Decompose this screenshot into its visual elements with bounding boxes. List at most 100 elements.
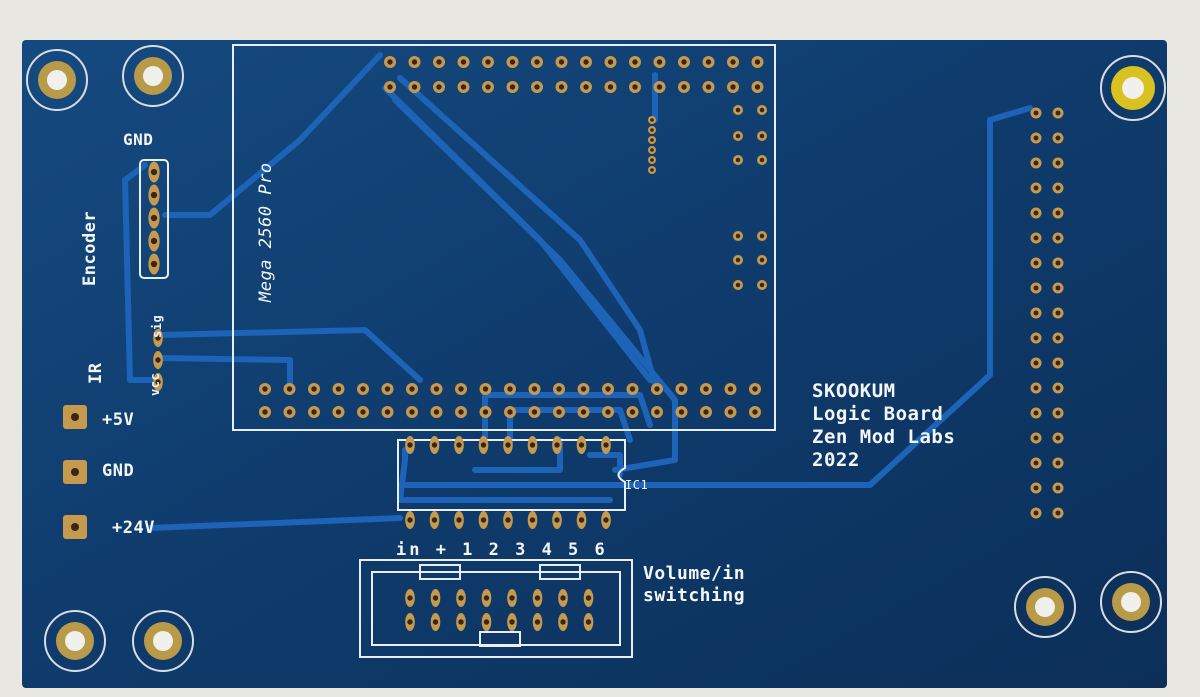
header-pad [1052, 457, 1064, 469]
module-pad [357, 406, 369, 418]
mounting-hole [1100, 55, 1166, 121]
module-pad [724, 406, 737, 418]
ic-pin [601, 511, 611, 529]
ic-pin [429, 511, 440, 529]
module-pad [406, 406, 418, 418]
header-pad [1052, 332, 1064, 344]
module-pad [433, 56, 445, 68]
mounting-hole [132, 610, 194, 672]
module-pad [727, 81, 739, 93]
ic-pin [576, 436, 587, 454]
module-pad [457, 81, 470, 93]
ic-pin [503, 436, 513, 454]
module-pad [506, 81, 519, 93]
silkscreen-outlines [139, 44, 776, 658]
connector-pin [430, 613, 441, 631]
module-pad [506, 56, 519, 68]
module-pad [700, 406, 712, 418]
header-pad [1052, 182, 1064, 194]
module-pad [577, 383, 590, 395]
module-pad [531, 81, 543, 93]
connector-pin [507, 589, 517, 607]
header-pad [1052, 157, 1064, 169]
ic-pin [405, 511, 415, 529]
module-pad [504, 383, 516, 395]
connector-pin [507, 613, 517, 631]
ic-pin [503, 511, 513, 529]
module-pad [651, 383, 663, 395]
header-pad [1052, 357, 1064, 369]
module-pad [675, 383, 688, 395]
module-pad [733, 155, 743, 165]
module-pad [283, 383, 296, 395]
ir-pad [153, 373, 163, 391]
connector-pin [583, 589, 594, 607]
connector-pin [558, 613, 568, 631]
header-pad [1030, 132, 1042, 144]
module-pad [733, 105, 743, 115]
power-label-5v: +5V [102, 410, 135, 430]
header-label-line: switching [643, 585, 746, 606]
board-title-line: 2022 [812, 449, 860, 471]
ic-pin [454, 436, 464, 454]
module-pad [604, 81, 617, 93]
module-pad [308, 383, 320, 395]
header-pad [1030, 282, 1042, 294]
module-pad [648, 136, 656, 144]
module-pad [308, 406, 320, 418]
ic-pin [405, 436, 415, 454]
power-label-gnd: GND [102, 461, 135, 481]
module-pad [702, 81, 715, 93]
ic-pin [527, 436, 538, 454]
module-pad [555, 81, 568, 93]
ir-label: IR [86, 362, 106, 384]
board-title-line: Zen Mod Labs [812, 426, 956, 448]
module-pad [702, 56, 715, 68]
mounting-hole [122, 45, 184, 107]
through-hole-pads [148, 56, 1064, 631]
module-pad [757, 131, 767, 141]
module-pad [653, 81, 666, 93]
ic-pin [527, 511, 538, 529]
board-title-line: SKOOKUM [812, 380, 896, 402]
module-pad [357, 383, 369, 395]
ir-pad [153, 329, 163, 347]
header-pad [1052, 482, 1064, 494]
mounting-hole [1100, 571, 1162, 633]
module-pad [482, 56, 494, 68]
header-pad [1030, 107, 1042, 119]
module-pad [553, 406, 565, 418]
module-pad [504, 406, 516, 418]
module-pad [757, 280, 767, 290]
header-pad [1052, 282, 1064, 294]
module-pad [733, 131, 743, 141]
module-pad [482, 81, 494, 93]
ic-label: IC1 [625, 478, 649, 492]
module-pad [332, 406, 345, 418]
encoder-pad [148, 161, 160, 183]
ic-pin [552, 511, 562, 529]
header-label-line: Volume/in [643, 563, 746, 584]
header-pin-labels: in + 1 2 3 4 5 6 [396, 540, 608, 560]
module-pad [626, 383, 639, 395]
header-pad [1030, 382, 1042, 394]
connector-pin [430, 589, 441, 607]
module-pad [629, 81, 641, 93]
module-pad [751, 56, 764, 68]
module-pad [457, 56, 470, 68]
module-pad [724, 383, 737, 395]
header-pad [1052, 257, 1064, 269]
module-pad [602, 383, 614, 395]
module-pad [749, 383, 761, 395]
module-pad [384, 81, 396, 93]
encoder-pad [148, 230, 160, 252]
module-pad [749, 406, 761, 418]
module-pad [406, 383, 418, 395]
module-pad [381, 383, 394, 395]
mounting-hole [44, 610, 106, 672]
header-pad [1052, 407, 1064, 419]
module-pad [648, 156, 656, 164]
module-pad [283, 406, 296, 418]
module-pad [381, 406, 394, 418]
